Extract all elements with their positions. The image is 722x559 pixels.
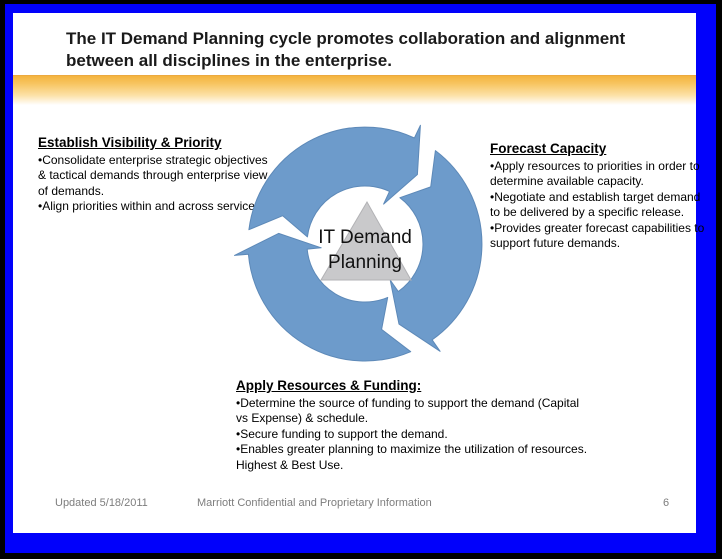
footer-updated-date: Updated 5/18/2011 xyxy=(55,497,148,509)
gold-gradient-divider xyxy=(13,75,696,109)
section-heading: Apply Resources & Funding: xyxy=(236,378,422,393)
footer-confidentiality-notice: Marriott Confidential and Proprietary In… xyxy=(197,497,432,509)
bullet-item: •Provides greater forecast capabilities … xyxy=(490,220,705,251)
cycle-arrow-segment-left xyxy=(234,232,412,362)
bullet-item: •Secure funding to support the demand. xyxy=(236,426,448,441)
section-establish-visibility: Establish Visibility & Priority •Consoli… xyxy=(38,135,271,215)
cycle-arrow-segment-top xyxy=(248,124,421,238)
bullet-item: •Determine the source of funding to supp… xyxy=(236,395,580,426)
section-forecast-capacity: Forecast Capacity •Apply resources to pr… xyxy=(490,141,712,252)
section-apply-resources-funding: Apply Resources & Funding: •Determine th… xyxy=(236,378,588,473)
diagram-label-line2: Planning xyxy=(328,252,402,273)
bullet-item: •Consolidate enterprise strategic object… xyxy=(38,152,268,198)
center-triangle xyxy=(320,200,412,281)
footer-page-number: 6 xyxy=(663,497,670,509)
bullet-item: •Apply resources to priorities in order … xyxy=(490,158,700,189)
slide-title: The IT Demand Planning cycle promotes co… xyxy=(66,29,626,70)
section-heading: Forecast Capacity xyxy=(490,141,607,156)
bullet-item: •Align priorities within and across serv… xyxy=(38,199,265,213)
section-heading: Establish Visibility & Priority xyxy=(38,135,222,150)
slide-content: The IT Demand Planning cycle promotes co… xyxy=(13,13,704,533)
slide-blue-frame: The IT Demand Planning cycle promotes co… xyxy=(5,4,716,553)
bullet-item: •Negotiate and establish target demand t… xyxy=(490,189,701,220)
bullet-item: •Enables greater planning to maximize th… xyxy=(236,442,588,472)
diagram-label-line1: IT Demand xyxy=(318,227,412,248)
cycle-arrow-segment-right xyxy=(389,150,483,352)
cycle-diagram: IT Demand Planning xyxy=(234,124,483,362)
